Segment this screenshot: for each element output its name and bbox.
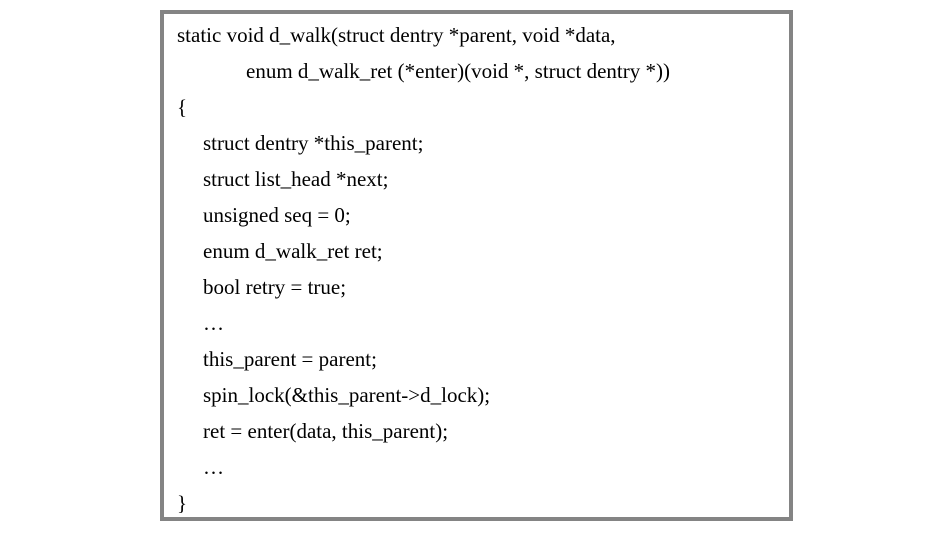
code-lines: static void d_walk(struct dentry *parent… <box>164 14 789 517</box>
code-line: spin_lock(&this_parent->d_lock); <box>203 383 491 407</box>
code-line: { <box>177 95 188 119</box>
code-line: bool retry = true; <box>203 275 347 299</box>
code-line: struct list_head *next; <box>203 167 389 191</box>
code-line: ret = enter(data, this_parent); <box>203 419 449 443</box>
code-line: } <box>177 491 188 515</box>
code-line: enum d_walk_ret ret; <box>203 239 383 263</box>
code-line: static void d_walk(struct dentry *parent… <box>177 23 616 47</box>
code-line: … <box>203 311 228 335</box>
code-figure: static void d_walk(struct dentry *parent… <box>160 10 793 521</box>
code-line: … <box>203 455 228 479</box>
code-line: this_parent = parent; <box>203 347 377 371</box>
code-line: unsigned seq = 0; <box>203 203 351 227</box>
code-line: enum d_walk_ret (*enter)(void *, struct … <box>246 59 670 83</box>
code-line: struct dentry *this_parent; <box>203 131 424 155</box>
